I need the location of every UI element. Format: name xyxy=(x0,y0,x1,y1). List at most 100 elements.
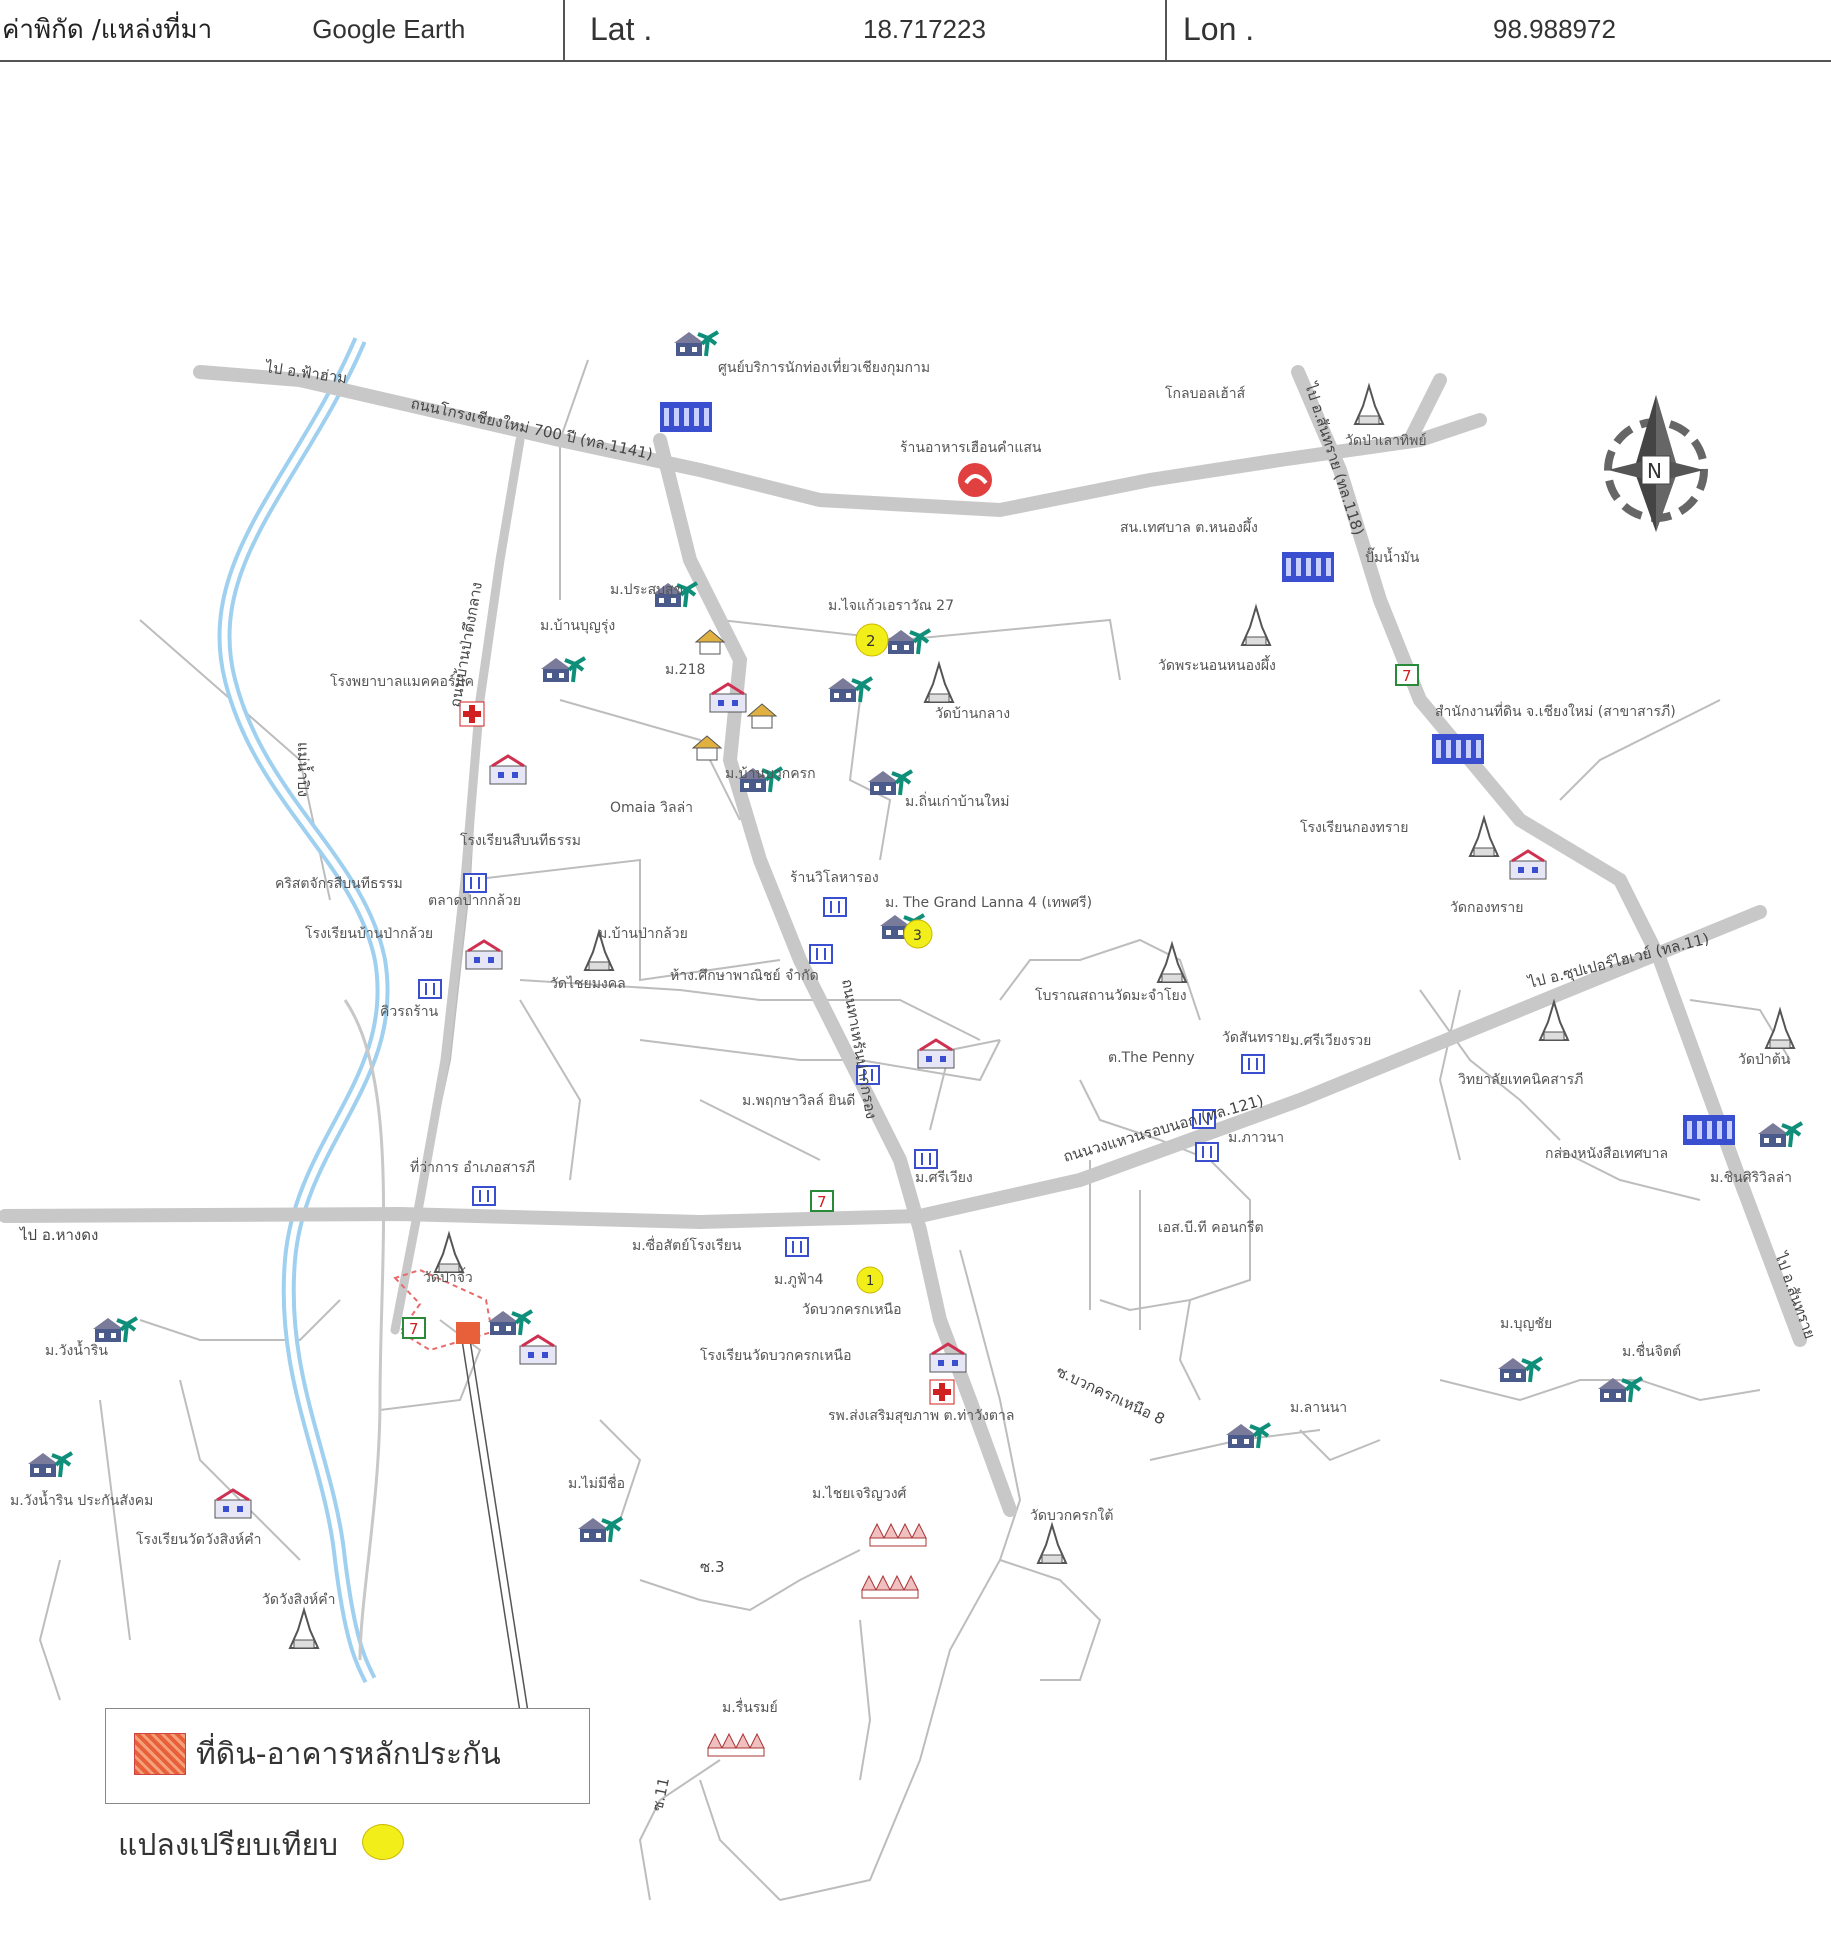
place-label: ม.ลานนา xyxy=(1290,1400,1347,1416)
map-icons: 7 7 7 xyxy=(28,330,1804,1757)
shop-icon: 7 xyxy=(402,1317,426,1339)
temple-icon xyxy=(923,660,955,703)
housing-project-icon xyxy=(869,1522,927,1547)
village-icon xyxy=(541,656,587,683)
place-label: ม.บ้านบุญรุ่ง xyxy=(540,618,615,634)
office-icon xyxy=(809,944,833,964)
place-label: วัดวังสิงห์คำ xyxy=(262,1591,336,1608)
comparison-plot-1: 1 xyxy=(856,1266,884,1294)
shop-icon: 7 xyxy=(1395,664,1419,686)
comparison-dot-icon xyxy=(362,1824,404,1860)
road-pakluay xyxy=(390,435,525,1335)
office-icon xyxy=(472,1186,496,1206)
place-label: วิทยาลัยเทคนิคสารภี xyxy=(1458,1072,1584,1088)
road-label: ซ.11 xyxy=(648,1776,673,1813)
temple-icon xyxy=(1156,940,1188,983)
header-divider xyxy=(563,0,565,60)
place-label: ม.218 xyxy=(665,662,705,678)
village-icon xyxy=(1226,1422,1272,1449)
lat-value: 18.717223 xyxy=(863,13,986,44)
lon-value: 98.988972 xyxy=(1493,13,1616,44)
place-label: เอส.บี.ที คอนกรีต xyxy=(1158,1220,1264,1236)
place-label: ม.ไชยเจริญวงศ์ xyxy=(812,1485,907,1502)
office-icon xyxy=(1195,1142,1219,1162)
village-icon xyxy=(1498,1356,1544,1383)
place-labels: ศูนย์บริการนักท่องเที่ยวเชียงกุมกามร้านอ… xyxy=(10,358,1792,1716)
place-label: โกลบอลเฮ้าส์ xyxy=(1165,385,1246,402)
village-icon xyxy=(653,581,699,608)
comparison-label: แปลงเปรียบเทียบ xyxy=(118,1828,339,1863)
place-label: ปั๊มน้ำมัน xyxy=(1365,547,1420,566)
collateral-label: ที่ดิน-อาคารหลักประกัน xyxy=(196,1737,501,1772)
place-label: คริสตจักรสืบนทีธรรม xyxy=(275,876,403,892)
place-label: ที่ว่าการ อำเภอสารภี xyxy=(410,1158,535,1176)
school-icon xyxy=(465,939,503,970)
ring-road-121 xyxy=(0,905,1767,1230)
temple-icon xyxy=(288,1606,320,1649)
village-icon xyxy=(674,330,720,357)
shop-icon: 7 xyxy=(810,1190,834,1212)
svg-text:7: 7 xyxy=(1402,667,1412,685)
housing-project-icon xyxy=(861,1574,919,1599)
svg-text:7: 7 xyxy=(409,1320,419,1338)
place-label: ศูนย์บริการนักท่องเที่ยวเชียงกุมกาม xyxy=(718,358,930,376)
school-icon xyxy=(917,1038,955,1069)
government-building-icon xyxy=(1432,734,1484,764)
road-spur xyxy=(1403,373,1447,447)
hospital-icon xyxy=(459,701,485,727)
office-icon xyxy=(463,873,487,893)
temple-icon xyxy=(1764,1006,1796,1049)
road-label: ไป อ.ซุปเปอร์ไฮเวย์ (ทล.11) xyxy=(1526,930,1712,994)
village-icon xyxy=(886,628,932,655)
place-label: โรงเรียนวัดวังสิงห์คำ xyxy=(136,1531,261,1548)
road-label: ซ.3 xyxy=(700,1558,725,1576)
coord-source: Google Earth xyxy=(312,13,466,44)
temple-icon xyxy=(1240,603,1272,646)
coord-source-cell: ค่าพิกัด /แหล่งที่มา Google Earth xyxy=(0,0,560,58)
place-label: ม.พฤกษาวิลล์ ยินดี xyxy=(742,1092,855,1109)
road-label: ถนนโกรงเชียงใหม่ 700 ปี (ทล.1141) xyxy=(409,394,654,463)
comparison-plot-2: 2 xyxy=(855,623,889,657)
village-icon xyxy=(828,676,874,703)
temple-icon xyxy=(1353,382,1385,425)
north-arrow-icon: N xyxy=(1604,395,1708,532)
svg-text:2: 2 xyxy=(866,632,876,650)
school-icon xyxy=(1509,849,1547,880)
temple-icon xyxy=(1468,814,1500,857)
place-label: คิวรถร้าน xyxy=(380,1004,439,1020)
village-icon xyxy=(868,769,914,796)
school-icon xyxy=(489,754,527,785)
place-label: วัดป่าเลาทิพย์ xyxy=(1345,432,1427,449)
village-icon xyxy=(880,913,926,940)
minor-roads xyxy=(38,359,1791,1901)
place-label: ม.บ้านบวกครก xyxy=(725,766,816,782)
place-label: วัดป่าจิ้ว xyxy=(423,1267,473,1286)
svg-text:1: 1 xyxy=(866,1274,874,1289)
village-icon xyxy=(578,1516,624,1543)
place-label: วัดป่าต้น xyxy=(1738,1052,1791,1068)
place-label: ม.ภูฟ้า4 xyxy=(774,1272,824,1288)
place-label: ต.The Penny xyxy=(1108,1050,1195,1066)
school-icon xyxy=(519,1334,557,1365)
pointer-line xyxy=(461,1339,521,1713)
place-label: โรงเรียนวัดบวกครกเหนือ xyxy=(700,1347,851,1364)
road-1141 xyxy=(193,365,1487,518)
place-label: วัดบ้านกลาง xyxy=(935,706,1010,722)
place-label: ตลาดปากกล้วย xyxy=(428,893,521,909)
hospital-icon xyxy=(929,1379,955,1405)
road-paknang xyxy=(653,433,1017,1517)
place-label: ร้านอาหารเฮือนคำแสน xyxy=(900,440,1042,456)
place-label: ม.บุญชัย xyxy=(1500,1316,1552,1332)
road-118 xyxy=(1291,365,1807,1347)
north-label: N xyxy=(1647,459,1662,483)
temple-icon xyxy=(1538,998,1570,1041)
place-label: ม.ชื่นจิตต์ xyxy=(1622,1342,1681,1360)
government-building-icon xyxy=(1683,1115,1735,1145)
place-label: ม. The Grand Lanna 4 (เทพศรี) xyxy=(885,895,1092,911)
place-label: ม.ชินศิริวิลล่า xyxy=(1710,1170,1792,1186)
place-label: ม.ภาวนา xyxy=(1228,1130,1284,1146)
subject-plot-marker xyxy=(456,1322,480,1344)
house-icon xyxy=(691,735,723,761)
place-label: ม.วังน้ำริน ประกันสังคม xyxy=(10,1490,153,1509)
place-label: โรงพยาบาลแมคคอร์มิค xyxy=(330,673,474,690)
